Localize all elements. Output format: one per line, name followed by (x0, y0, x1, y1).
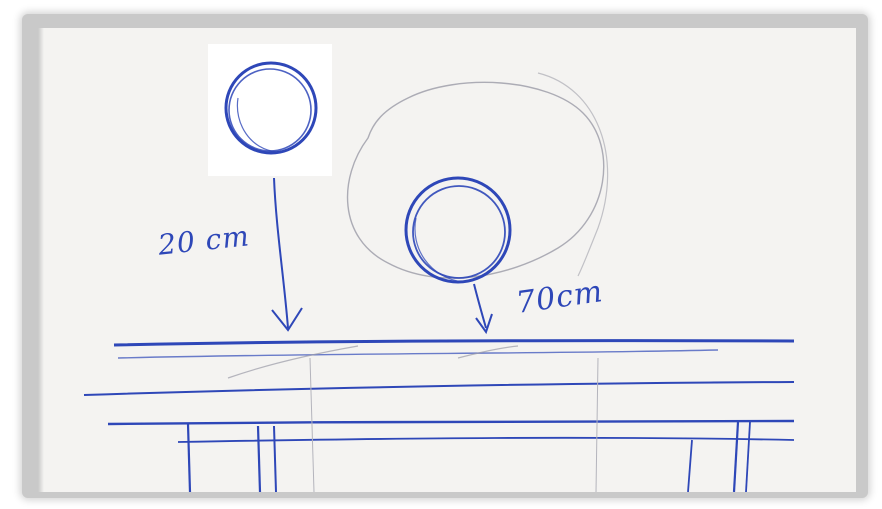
table-legs (188, 358, 750, 492)
right-ball (406, 178, 510, 282)
right-arrow (474, 284, 492, 332)
paper-sheet: 20 cm 70cm (38, 28, 856, 492)
left-ball (226, 63, 316, 153)
pencil-ellipse-outer (538, 73, 608, 276)
table-top (84, 341, 794, 442)
left-arrow (272, 178, 302, 330)
